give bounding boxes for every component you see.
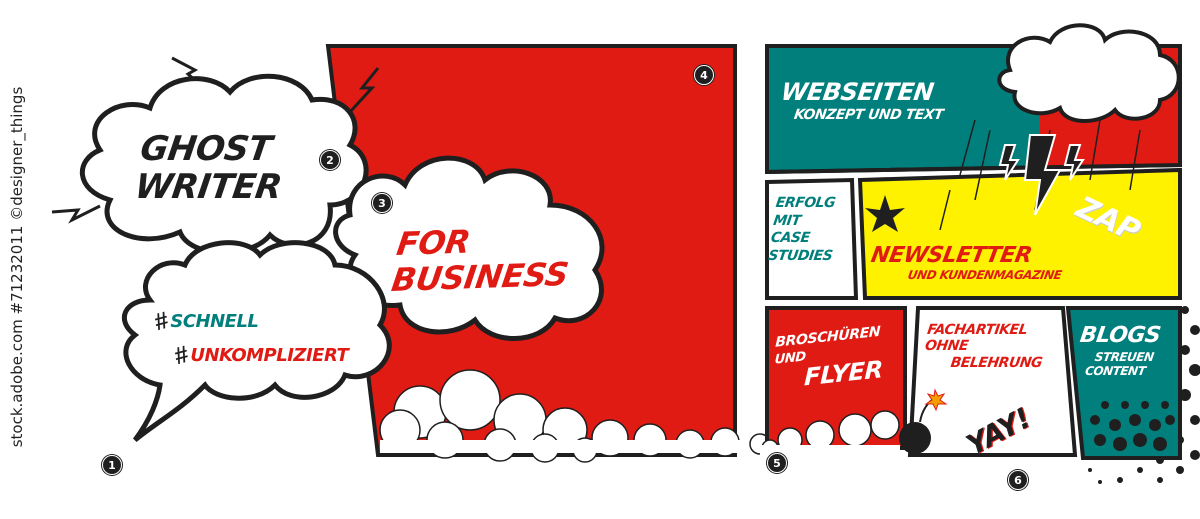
webseiten-title: Webseiten — [779, 78, 936, 106]
badge-4: 4 — [694, 65, 714, 85]
badge-2: 2 — [320, 150, 340, 170]
panel-fachartikel: Fachartikel ohne Belehrung — [922, 322, 1048, 371]
panel-broschueren: Broschüren und Flyer — [773, 324, 884, 393]
fachartikel-line-2: ohne — [923, 338, 970, 354]
bomb-icon — [899, 422, 931, 454]
panel-newsletter: Newsletter und Kundenmagazine — [867, 243, 1067, 282]
erfolg-line-4: Studies — [767, 247, 834, 264]
blogs-title: Blogs — [1078, 323, 1163, 348]
badge-3: 3 — [372, 193, 392, 213]
fachartikel-line-3: Belehrung — [949, 355, 1044, 371]
panel-erfolg: Erfolg mit Case Studies — [767, 195, 841, 265]
star-icon — [865, 195, 905, 232]
badge-1: 1 — [102, 455, 122, 475]
panel-webseiten: Webseiten Konzept und Text — [777, 78, 948, 123]
fachartikel-line-1: Fachartikel — [926, 322, 1029, 338]
blogs-line-3: Content — [1084, 364, 1147, 378]
feature-item-schnell: # Schnell — [152, 307, 348, 337]
webseiten-subtitle: Konzept und Text — [792, 107, 945, 123]
newsletter-title: Newsletter — [869, 243, 1034, 268]
schnell-text: Schnell — [170, 311, 259, 332]
badge-6: 6 — [1008, 470, 1028, 490]
erfolg-line-1: Erfolg — [774, 195, 837, 211]
feature-item-unkompliziert: # Unkompliziert — [172, 341, 349, 371]
unkompliziert-text: Unkompliziert — [190, 345, 349, 366]
feature-list: # Schnell # Unkompliziert — [152, 307, 349, 371]
erfolg-line-2: mit — [772, 212, 802, 229]
blogs-line-2: streuen — [1093, 350, 1155, 364]
newsletter-subtitle: und Kundenmagazine — [906, 268, 1063, 282]
erfolg-line-3: Case — [769, 230, 811, 246]
panel-blogs: Blogs streuen Content — [1074, 323, 1163, 378]
badge-5: 5 — [767, 453, 787, 473]
